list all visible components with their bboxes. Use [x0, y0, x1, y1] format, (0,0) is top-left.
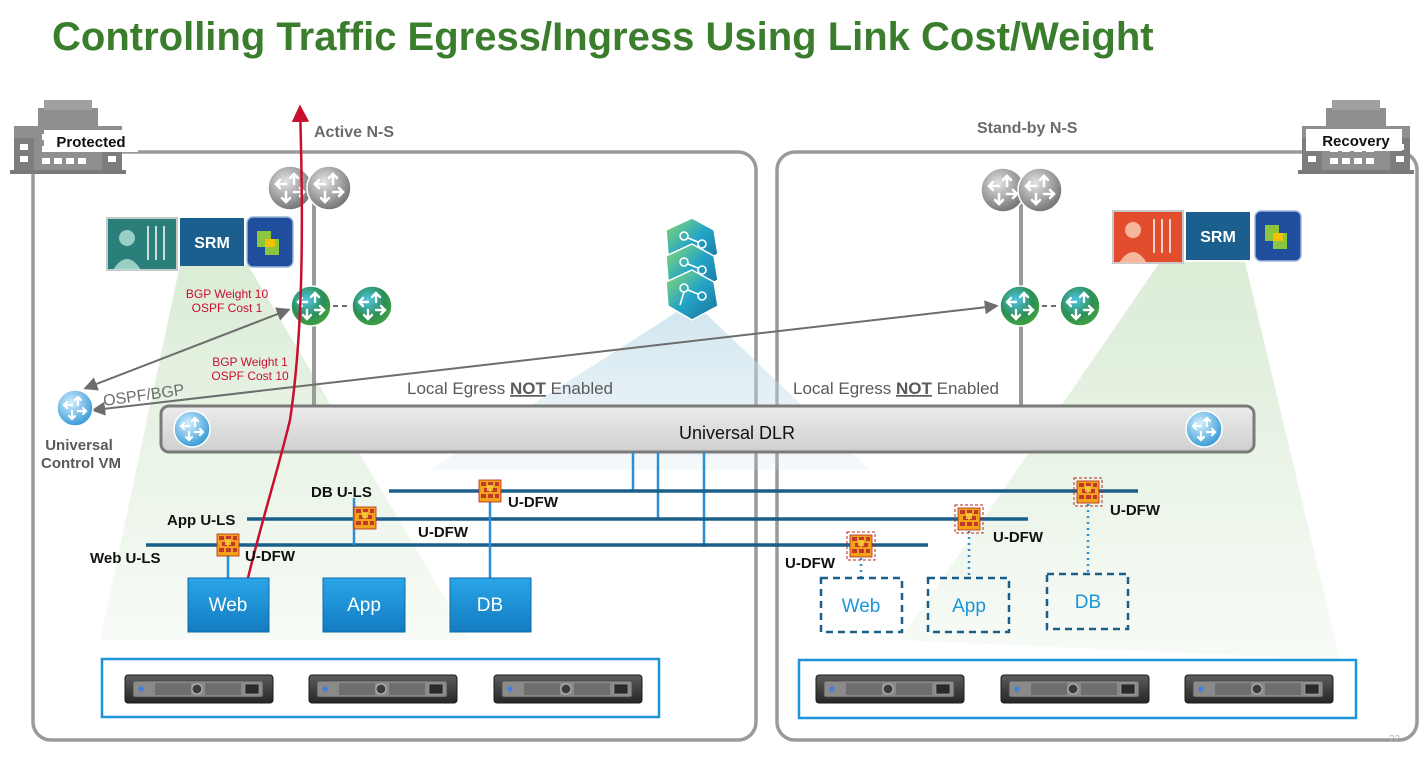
server-rack-protected: [100, 657, 661, 719]
local-egress-label-recovery: Local Egress NOT Enabled: [793, 379, 999, 398]
recovery-label: Recovery: [1322, 133, 1390, 150]
udfw-label-recovery-web: U-DFW: [785, 555, 836, 572]
server-icon-recovery-3: [1184, 674, 1334, 704]
srm-label-recovery: SRM: [1200, 229, 1236, 246]
vm-app-recovery: [926, 576, 1011, 634]
udfw-label-web: U-DFW: [245, 548, 296, 565]
udfw-label-app: U-DFW: [418, 524, 469, 541]
srm-monitor-icon-recovery: [1112, 210, 1184, 264]
vm-web-protected: [187, 577, 270, 633]
edge-gateway-icon-protected-2: [350, 284, 394, 328]
app-ls-label: App U-LS: [167, 512, 235, 529]
protected-label: Protected: [56, 134, 125, 151]
coverage-cone-right: [900, 262, 1340, 660]
ospf-cost-10-label: OSPF Cost 10: [211, 369, 289, 383]
firewall-icon-recovery-web: [846, 531, 876, 561]
udfw-label-db: U-DFW: [508, 494, 559, 511]
srm-group-recovery: SRM: [1112, 210, 1302, 264]
vm-app-recovery-label: App: [952, 596, 986, 617]
vm-app-protected: [322, 577, 406, 633]
firewall-icon-app: [353, 506, 377, 530]
vm-web-recovery: [819, 576, 904, 634]
firewall-icon-db: [478, 479, 502, 503]
srm-group-protected: SRM: [106, 216, 294, 271]
edge-gateway-icon-recovery-1: [998, 284, 1042, 328]
control-vm-label-line1: Universal: [45, 437, 113, 454]
egress-traffic-path: [246, 104, 310, 579]
standby-ns-label: Stand-by N-S: [977, 120, 1078, 137]
server-icon-protected-2: [308, 674, 458, 704]
vm-web-label: Web: [209, 595, 248, 616]
vm-db-protected: [449, 577, 532, 633]
control-vm-label-line2: Control VM: [41, 455, 121, 472]
vm-app-label: App: [347, 595, 381, 616]
active-ns-label: Active N-S: [314, 124, 394, 141]
srm-monitor-icon: [106, 217, 178, 271]
firewall-icon-recovery-app: [954, 504, 984, 534]
controller-icon: [665, 217, 719, 321]
local-egress-label-protected: Local Egress NOT Enabled: [407, 379, 613, 398]
router-icon-protected: [266, 164, 353, 212]
web-ls-label: Web U-LS: [90, 550, 161, 567]
vm-db-recovery-label: DB: [1075, 592, 1101, 613]
edge-gateway-icon-protected-1: [289, 284, 333, 328]
srm-label-protected: SRM: [194, 235, 230, 252]
edge-gateway-icon-recovery-2: [1058, 284, 1102, 328]
control-vm-icon: [55, 388, 95, 428]
peering-arrow-recovery: [91, 300, 999, 416]
server-icon-protected-1: [124, 674, 274, 704]
server-icon-recovery-1: [815, 674, 965, 704]
recovery-label-bg: [1306, 129, 1402, 151]
protected-label-bg: [44, 130, 138, 152]
page-number: 22: [1389, 734, 1401, 745]
udfw-label-recovery-db: U-DFW: [1110, 502, 1161, 519]
bgp-weight-10-label: BGP Weight 10: [186, 287, 269, 301]
universal-dlr-bar: [159, 404, 1256, 454]
vcenter-icon-protected: [246, 216, 294, 268]
firewall-icon-recovery-db: [1073, 477, 1103, 507]
db-ls-label: DB U-LS: [311, 484, 372, 501]
vm-db-recovery: [1045, 572, 1130, 631]
dlr-router-icon-right: [1184, 409, 1224, 449]
bgp-weight-1-label: BGP Weight 1: [212, 355, 288, 369]
server-icon-protected-3: [493, 674, 643, 704]
universal-dlr-label: Universal DLR: [679, 423, 795, 443]
udfw-label-recovery-app: U-DFW: [993, 529, 1044, 546]
ospf-cost-1-label: OSPF Cost 1: [192, 301, 263, 315]
vcenter-icon-recovery: [1254, 210, 1302, 262]
dlr-router-icon-left: [172, 409, 212, 449]
server-icon-recovery-2: [1000, 674, 1150, 704]
vm-db-label: DB: [477, 595, 503, 616]
server-rack-recovery: [797, 658, 1358, 720]
firewall-icon-web: [216, 533, 240, 557]
page-title: Controlling Traffic Egress/Ingress Using…: [52, 15, 1154, 59]
vm-web-recovery-label: Web: [842, 596, 881, 617]
